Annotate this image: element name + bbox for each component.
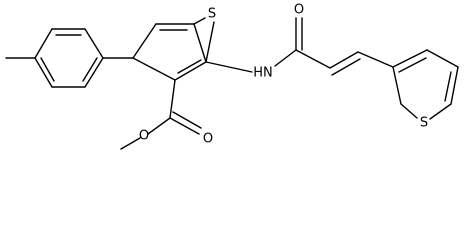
ester-ether-oxygen-atom: O: [139, 129, 149, 144]
amide-nitrogen-label: HN: [253, 66, 273, 81]
tolyl-ring: [34, 28, 104, 88]
amide-nitrogen-atom: HN: [253, 66, 273, 81]
ester-carbonyl-oxygen-atom: O: [203, 132, 213, 147]
side-thiophene-ring: [392, 49, 459, 120]
amide-linker: [205, 17, 394, 76]
core-s-c2-bond: [205, 21, 215, 63]
core-sulfur-atom: S: [206, 6, 218, 22]
core-sulfur-label: S: [208, 7, 216, 22]
ester-carbonyl-oxygen-label: O: [203, 132, 213, 147]
methyl-ester: [120, 79, 202, 150]
ester-ether-oxygen-label: O: [139, 129, 149, 144]
chemical-structure: S HN O O O S: [5, 3, 459, 150]
side-sulfur-atom: S: [420, 116, 428, 131]
core-thiophene-ring: [132, 23, 207, 81]
core-s-c5-bond: [193, 17, 206, 25]
amide-oxygen-label: O: [294, 3, 304, 18]
side-sulfur-label: S: [420, 116, 428, 131]
amide-oxygen-atom: O: [294, 3, 304, 18]
